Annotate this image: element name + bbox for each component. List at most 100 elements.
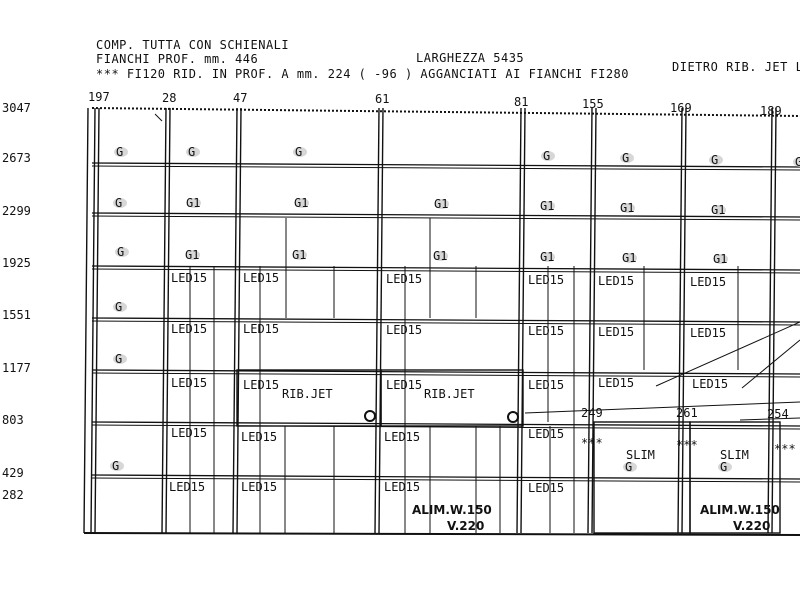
smudge-mark	[113, 302, 127, 312]
led-label: LED15	[386, 272, 422, 286]
led-label: LED15	[169, 480, 205, 494]
smudge-mark	[187, 198, 201, 208]
inner-width-label: 261	[676, 406, 698, 420]
inner-width-label: 249	[581, 406, 603, 420]
shelf-line	[91, 369, 800, 375]
upright-post	[165, 107, 171, 534]
right-label: DIETRO RIB. JET LU	[672, 60, 800, 74]
g1-label: G1	[433, 249, 447, 263]
upright-post	[83, 107, 89, 534]
shelf-line	[91, 268, 800, 274]
smudge-mark	[541, 201, 555, 211]
g1-label: G1	[292, 248, 306, 262]
rib-jet-label: RIB.JET	[424, 387, 475, 401]
led-label: LED15	[598, 376, 634, 390]
header-line-1: COMP. TUTTA CON SCHIENALI	[96, 38, 290, 52]
led-label: LED15	[171, 376, 207, 390]
g-label: G	[711, 153, 718, 167]
shelf-line	[91, 215, 800, 221]
smudge-mark	[623, 253, 637, 263]
upright-post	[681, 107, 687, 534]
column-width-label: 81	[514, 95, 529, 109]
smudge-mark	[110, 461, 124, 471]
smudge-mark	[186, 250, 200, 260]
upright-post	[232, 107, 238, 534]
stars-label: ***	[581, 436, 603, 450]
leader-line	[741, 339, 800, 389]
g1-label: G1	[540, 250, 554, 264]
led-label: LED15	[171, 322, 207, 336]
smudge-mark	[295, 198, 309, 208]
row-level-label: 3047	[2, 101, 31, 115]
upright-post	[236, 107, 242, 534]
smudge-mark	[115, 247, 129, 257]
upright-post	[94, 107, 100, 534]
led-label: LED15	[528, 378, 564, 392]
row-level-label: 2673	[2, 151, 31, 165]
led-label: LED15	[384, 480, 420, 494]
smudge-mark	[434, 251, 448, 261]
row-level-label: 803	[2, 413, 24, 427]
alim-label: ALIM.W.150	[700, 503, 780, 517]
shelf-line	[91, 162, 800, 168]
smudge-mark	[293, 147, 307, 157]
row-level-label: 1925	[2, 256, 31, 270]
shelf-line	[91, 421, 800, 427]
tick-mark	[154, 113, 163, 122]
shelf-line	[91, 165, 800, 171]
upright-post	[374, 107, 380, 534]
column-width-label: 155	[582, 97, 604, 111]
row-level-label: 282	[2, 488, 24, 502]
smudge-mark	[435, 199, 449, 209]
g-label: G	[117, 245, 124, 259]
led-label: LED15	[528, 273, 564, 287]
volt-label: V.220	[447, 519, 484, 533]
row-level-label: 429	[2, 466, 24, 480]
stars-label: ***	[676, 438, 698, 452]
g1-label: G1	[711, 203, 725, 217]
column-width-label: 28	[162, 91, 177, 105]
rib-jet-box	[380, 369, 524, 427]
led-label: LED15	[528, 481, 564, 495]
smudge-mark	[623, 462, 637, 472]
led-label: LED15	[241, 430, 277, 444]
g-label: G	[116, 145, 123, 159]
led-label: LED15	[171, 426, 207, 440]
upright-post	[771, 107, 777, 534]
shelf-line	[91, 474, 800, 480]
smudge-mark	[114, 147, 128, 157]
connector-symbol	[507, 411, 519, 423]
connector-symbol	[364, 410, 376, 422]
leader-line	[739, 417, 800, 421]
g-label: G	[795, 155, 800, 169]
led-label: LED15	[692, 377, 728, 391]
header-line-3: *** FI120 RID. IN PROF. A mm. 224 ( -96 …	[96, 67, 629, 81]
slim-label: SLIM	[720, 448, 749, 462]
leader-line	[655, 321, 800, 387]
shelf-line	[91, 424, 800, 430]
column-width-label: 47	[233, 91, 248, 105]
g-label: G	[625, 460, 632, 474]
upright-post	[677, 107, 683, 534]
shelf-line	[91, 212, 800, 218]
g-label: G	[115, 196, 122, 210]
smudge-mark	[712, 205, 726, 215]
g-label: G	[543, 149, 550, 163]
led-label: LED15	[243, 271, 279, 285]
slim-label: SLIM	[626, 448, 655, 462]
width-label: LARGHEZZA 5435	[416, 51, 525, 65]
row-level-label: 1551	[2, 308, 31, 322]
header-line-2: FIANCHI PROF. mm. 446	[96, 52, 259, 66]
g1-label: G1	[713, 252, 727, 266]
leader-line	[524, 401, 800, 414]
smudge-mark	[793, 157, 800, 167]
column-width-label: 61	[375, 92, 390, 106]
slim-cabinet	[689, 421, 781, 534]
g-label: G	[115, 352, 122, 366]
upright-post	[161, 107, 167, 534]
smudge-mark	[620, 153, 634, 163]
smudge-mark	[541, 252, 555, 262]
smudge-mark	[113, 354, 127, 364]
g1-label: G1	[620, 201, 634, 215]
